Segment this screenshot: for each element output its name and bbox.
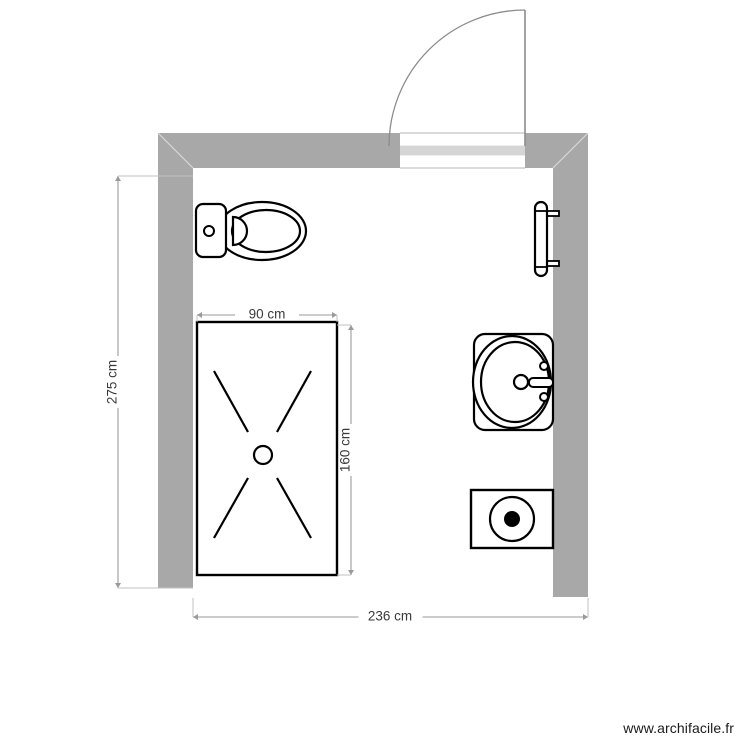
shower-drain-icon [252,444,274,466]
radiator-bracket-upper [546,210,560,217]
dimension-room-height: 275 cm [105,176,121,588]
watermark-archifacile: www.archifacile.fr [623,720,734,736]
dimension-arrowhead [115,583,121,588]
dimension-arrowhead [348,325,354,330]
dimension-arrowhead [193,614,198,620]
dimensions-group: 275 cm 90 cm 160 cm 236 cm [105,175,589,624]
shower-slope-lines [213,370,312,539]
toilet-flap-icon [231,215,249,247]
dimension-arrowhead [115,176,121,181]
dimension-arrowhead [332,312,337,318]
dimension-shower-length: 160 cm [338,325,354,575]
dimension-label: 275 cm [105,360,120,404]
faucet-tap-cold-icon [539,392,549,402]
dimension-shower-width: 90 cm [197,307,337,322]
wall-left[interactable] [158,133,193,588]
shower-slope-line-4 [276,477,312,539]
shower-slope-line-1 [213,370,249,433]
toilet[interactable] [194,200,308,262]
faucet-tap-hot-icon [539,361,549,371]
door-threshold-band [400,145,525,156]
faucet-spout-icon [528,377,554,388]
wall-corner-miter-left [157,132,194,169]
dimension-arrowhead [348,570,354,575]
washbasin[interactable] [471,332,555,432]
shower-tray[interactable] [195,320,339,577]
dimension-label: 90 cm [249,307,286,322]
dimension-label: 160 cm [338,428,353,472]
dimension-arrowhead [197,312,202,318]
entry-door-group[interactable] [388,9,526,169]
shower-slope-line-3 [213,477,249,539]
shower-slope-line-2 [276,370,312,433]
towel-radiator[interactable] [533,200,560,278]
door-swing-arc [388,9,526,147]
washing-machine[interactable] [469,488,555,550]
radiator-body [533,200,549,278]
dimension-label: 236 cm [368,609,412,624]
toilet-flush-button-icon [203,225,215,237]
dimension-room-width: 236 cm [193,609,588,624]
radiator-bracket-lower [546,260,560,267]
washbasin-drain-icon [512,373,530,391]
dimension-arrowhead [583,614,588,620]
washing-machine-hub-icon [504,511,520,527]
wall-corner-miter-right [552,132,589,169]
wall-right[interactable] [553,133,588,597]
